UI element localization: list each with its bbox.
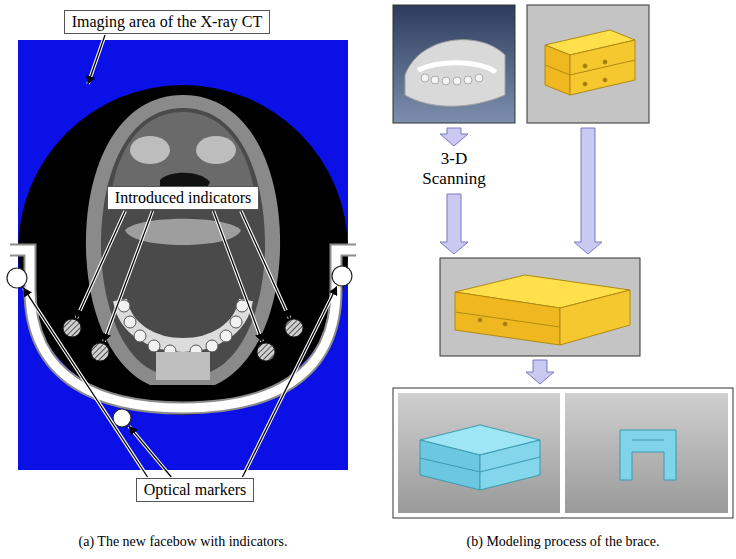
leader-line (88, 35, 105, 84)
callout-box: Optical markers (136, 478, 255, 502)
leader-halo (88, 35, 105, 84)
printed-brace-frame (393, 388, 733, 518)
leader-halo (24, 288, 148, 477)
printed-brace (420, 425, 540, 490)
leader-line (241, 211, 290, 318)
facebow (10, 250, 356, 408)
brace-model (545, 30, 635, 95)
leader-line (24, 288, 148, 477)
combined-model (455, 275, 630, 345)
indicator (63, 319, 303, 361)
callout-box: Imaging area of the X-ray CT (64, 10, 271, 34)
dental-cast (405, 40, 505, 107)
leader-line (129, 426, 171, 477)
leader-line (242, 287, 336, 477)
callout-text: Imaging area of the X-ray CT (72, 13, 263, 31)
subfigure-caption: (a) The new facebow with indicators. (8, 533, 358, 551)
callout-text: Introduced indicators (115, 189, 251, 207)
dental-cast-photo (393, 5, 515, 123)
leader-line (213, 211, 262, 342)
leader-halo (241, 211, 290, 318)
leader-halo (129, 426, 171, 477)
leader-line (104, 211, 153, 342)
ct-slice (86, 95, 280, 385)
step-label: 3-D Scanning (414, 149, 494, 189)
leader-halo (213, 211, 262, 342)
printed-brace (620, 430, 676, 480)
printed-brace-photo (565, 393, 728, 513)
printed-brace-photo (398, 393, 560, 513)
leader-halo (242, 287, 336, 477)
leader-line (77, 211, 126, 318)
brace-model-panel (527, 5, 649, 123)
callout-box: Introduced indicators (107, 186, 259, 210)
leader-halo (104, 211, 153, 342)
callout-text: Optical markers (144, 481, 247, 499)
subfigure-caption: (b) Modeling process of the brace. (393, 533, 733, 551)
combined-model-panel (440, 258, 640, 356)
optical-marker (7, 266, 352, 427)
